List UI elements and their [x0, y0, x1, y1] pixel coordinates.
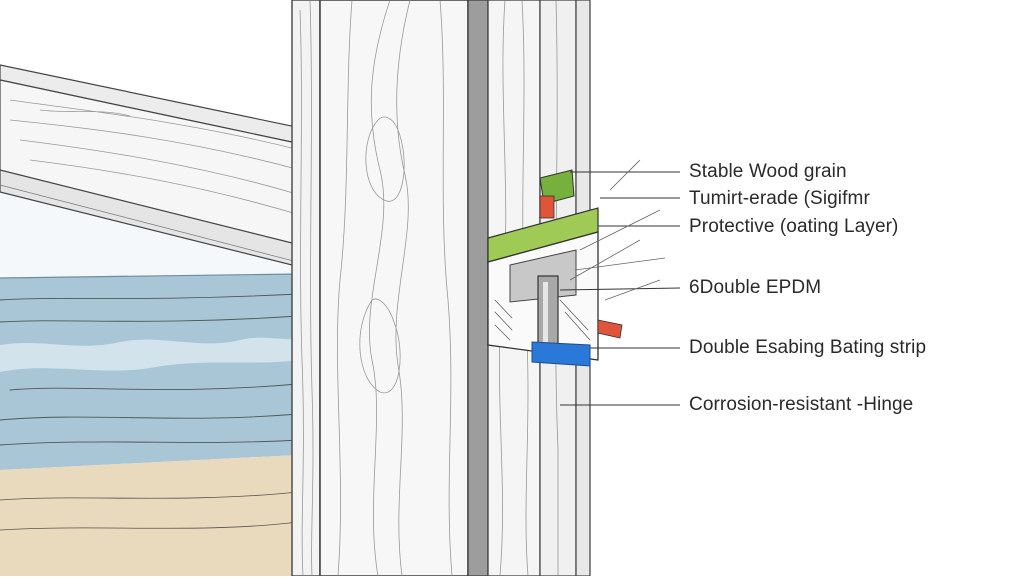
blue-strip	[531, 341, 591, 367]
sea-water	[0, 274, 298, 470]
sand-beach	[0, 455, 298, 576]
epdm-glyph: 6	[689, 277, 700, 298]
sand-lines	[0, 491, 299, 531]
left-post-grain	[299, 0, 314, 577]
column-grain	[337, 0, 453, 577]
hinge-pin-highlight	[543, 282, 548, 342]
red-seal-side	[597, 319, 623, 339]
main-column	[319, 0, 469, 577]
left-post-body	[291, 0, 321, 577]
label-hinge: Corrosion-resistant -Hinge	[689, 394, 914, 415]
label-strip: Double Esabing Bating strip	[689, 337, 927, 358]
leader-lines	[559, 159, 681, 406]
sketch-strokes	[569, 159, 666, 301]
label-epdm: 6Double EPDM	[689, 277, 821, 299]
epdm-text: Double EPDM	[699, 277, 822, 298]
horizon	[0, 273, 299, 279]
sea-foam	[0, 337, 298, 372]
label-wood-grain: Stable Wood grain	[689, 161, 847, 182]
leader-epdm	[559, 287, 681, 291]
beam-grain	[9, 99, 301, 216]
label-coating: Protective (oating Layer)	[689, 216, 899, 237]
cap-block	[539, 169, 575, 205]
red-seal-top	[539, 195, 555, 219]
label-grade: Tumirt-erade (Sigifmr	[689, 188, 870, 209]
gap-strip	[467, 0, 489, 577]
left-post	[291, 0, 321, 577]
wave-line	[0, 293, 299, 446]
hatch	[494, 299, 591, 341]
seal-assembly	[487, 169, 623, 367]
main-column-body	[319, 0, 469, 577]
